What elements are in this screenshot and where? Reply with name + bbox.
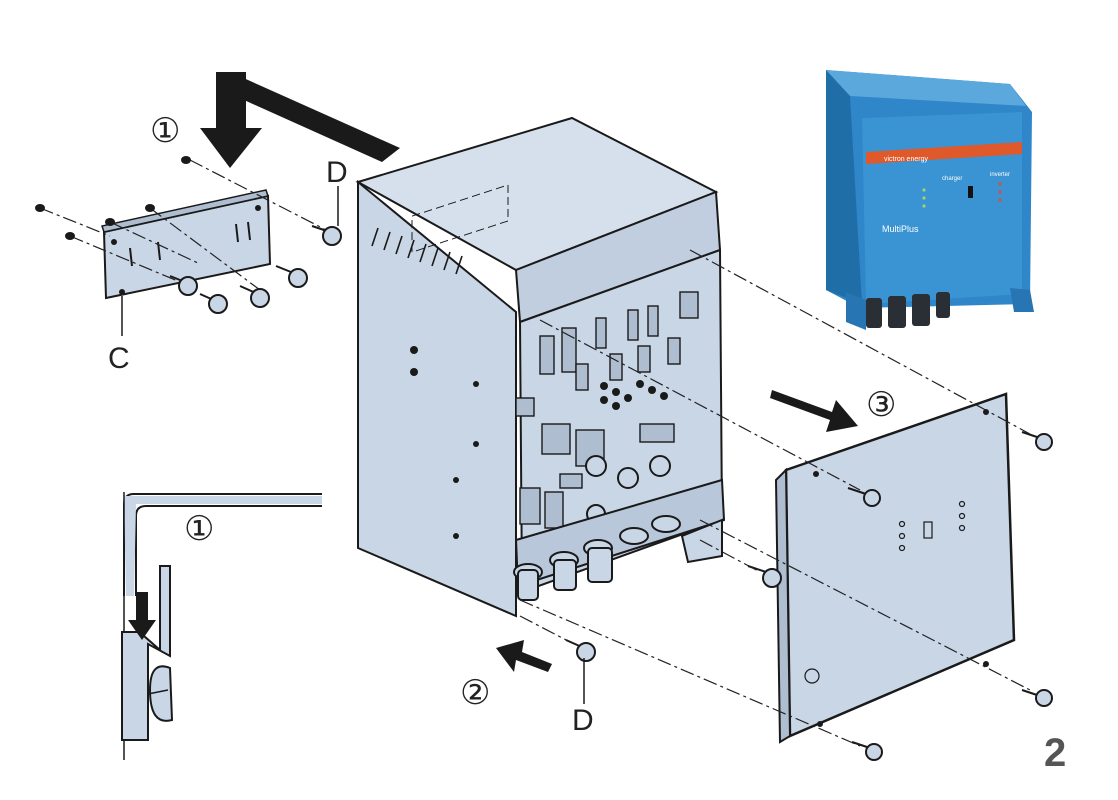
- step1-marker-detail: ①: [184, 509, 214, 549]
- screws-bracket: [169, 225, 342, 314]
- cover-panel: [774, 392, 1016, 744]
- step1-marker-top: ①: [150, 111, 180, 151]
- label-d-top: D: [326, 156, 348, 189]
- step3-marker: ③: [866, 385, 896, 425]
- step2-marker: ②: [460, 673, 490, 713]
- step3-arrow: [770, 390, 858, 432]
- step1-arrow: [200, 72, 400, 168]
- cover-screws: [565, 431, 1053, 761]
- svg-text:MultiPlus: MultiPlus: [882, 224, 919, 234]
- svg-text:inverter: inverter: [990, 172, 1010, 178]
- step2-arrow: [496, 640, 552, 672]
- svg-text:charger: charger: [942, 176, 962, 182]
- figure-number: 2: [1044, 731, 1066, 775]
- label-d-bottom: D: [572, 704, 594, 737]
- washers: [35, 156, 191, 240]
- svg-text:victron energy: victron energy: [884, 156, 928, 163]
- label-c: C: [108, 342, 130, 375]
- main-housing: [355, 116, 726, 618]
- dash-lines-cover: [519, 249, 1031, 747]
- hook-detail: [121, 492, 322, 760]
- product-photo: victron energy charger inverter MultiPlu…: [826, 70, 1034, 330]
- mounting-bracket-c: [101, 189, 272, 300]
- dash-lines-bracket: [39, 159, 331, 291]
